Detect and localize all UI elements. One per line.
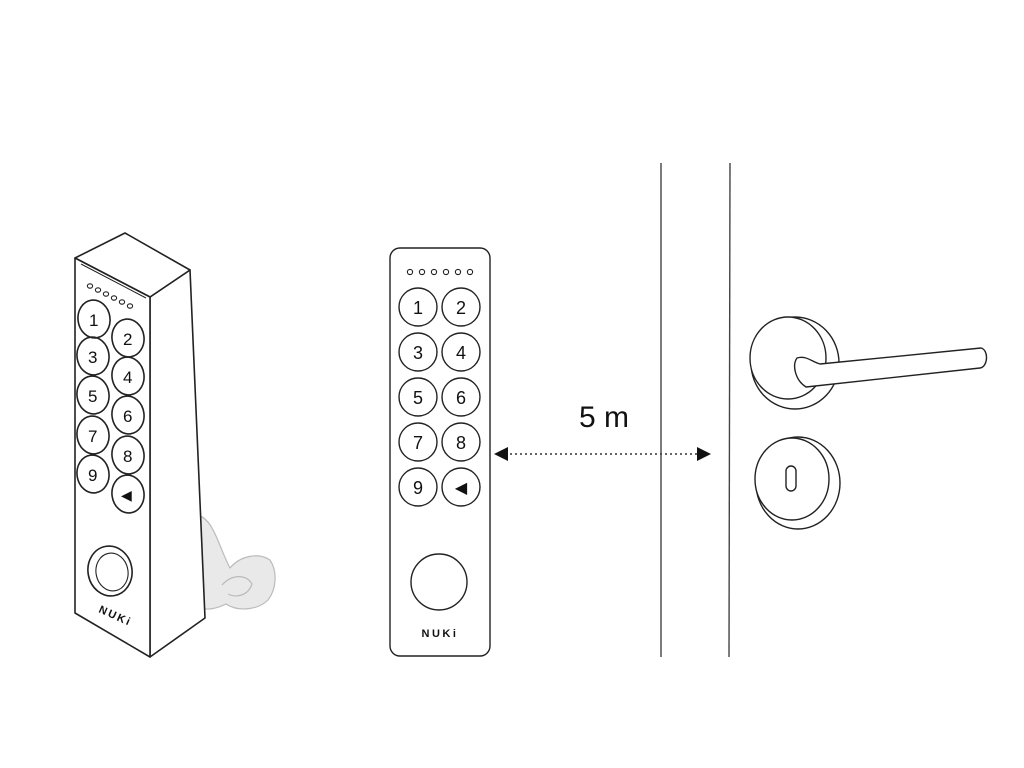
key-9: 9: [398, 467, 438, 507]
arrow-right-icon: [697, 447, 711, 461]
svg-text:9: 9: [88, 466, 97, 485]
svg-text:6: 6: [123, 407, 132, 426]
key-4: 4: [441, 332, 481, 372]
door-hardware: [749, 316, 988, 530]
key-6: 6: [441, 377, 481, 417]
key-3: 3: [398, 332, 438, 372]
svg-text:7: 7: [413, 433, 423, 453]
svg-text:6: 6: [456, 388, 466, 408]
iso-keys: 1 2 3 4 5 6 7 8 9 ◀: [76, 299, 145, 514]
door-edge-inner: [728, 162, 731, 658]
iso-key-6: 6: [111, 395, 145, 435]
fingerprint-sensor-icon: [87, 545, 133, 597]
key-1: 1: [398, 287, 438, 327]
svg-text:◀: ◀: [455, 480, 468, 497]
svg-text:4: 4: [456, 343, 466, 363]
svg-text:2: 2: [123, 330, 132, 349]
fingerprint-sensor-icon: [410, 553, 468, 611]
svg-text:8: 8: [456, 433, 466, 453]
keypad-body: [389, 247, 491, 657]
distance-label: 5 m: [579, 401, 629, 434]
door-frame: [660, 162, 731, 658]
arrow-left-icon: [494, 447, 508, 461]
iso-key-9: 9: [76, 454, 110, 494]
brand-label: NUKi: [422, 628, 459, 640]
svg-text:9: 9: [413, 478, 423, 498]
key-back: ◀: [441, 467, 481, 507]
front-keypad: 1 2 3 4 5 6 7 8 9 ◀ NUKi: [389, 247, 491, 657]
hand-icon: [197, 514, 276, 610]
svg-text:◀: ◀: [121, 487, 132, 503]
isometric-keypad: 1 2 3 4 5 6 7 8 9 ◀ NUKi: [74, 232, 276, 658]
iso-key-8: 8: [111, 435, 145, 475]
status-leds: [406, 268, 474, 276]
iso-key-5: 5: [76, 375, 110, 415]
iso-key-7: 7: [76, 415, 110, 455]
iso-key-3: 3: [76, 336, 110, 376]
door-handle-icon: [749, 316, 988, 410]
iso-key-4: 4: [111, 356, 145, 396]
svg-text:2: 2: [456, 298, 466, 318]
svg-text:7: 7: [88, 427, 97, 446]
svg-text:1: 1: [413, 298, 423, 318]
keypad-keys: 1 2 3 4 5 6 7 8 9 ◀: [398, 287, 481, 507]
svg-text:4: 4: [123, 368, 132, 387]
key-2: 2: [441, 287, 481, 327]
key-5: 5: [398, 377, 438, 417]
svg-text:1: 1: [89, 311, 98, 330]
iso-key-back: ◀: [111, 474, 145, 514]
key-8: 8: [441, 422, 481, 462]
svg-text:3: 3: [88, 348, 97, 367]
svg-text:5: 5: [88, 387, 97, 406]
svg-text:3: 3: [413, 343, 423, 363]
distance-indicator: 5 m: [494, 401, 711, 461]
status-leds: [86, 283, 134, 309]
svg-text:8: 8: [123, 447, 132, 466]
svg-text:5: 5: [413, 388, 423, 408]
keyhole-icon: [754, 436, 841, 530]
key-7: 7: [398, 422, 438, 462]
